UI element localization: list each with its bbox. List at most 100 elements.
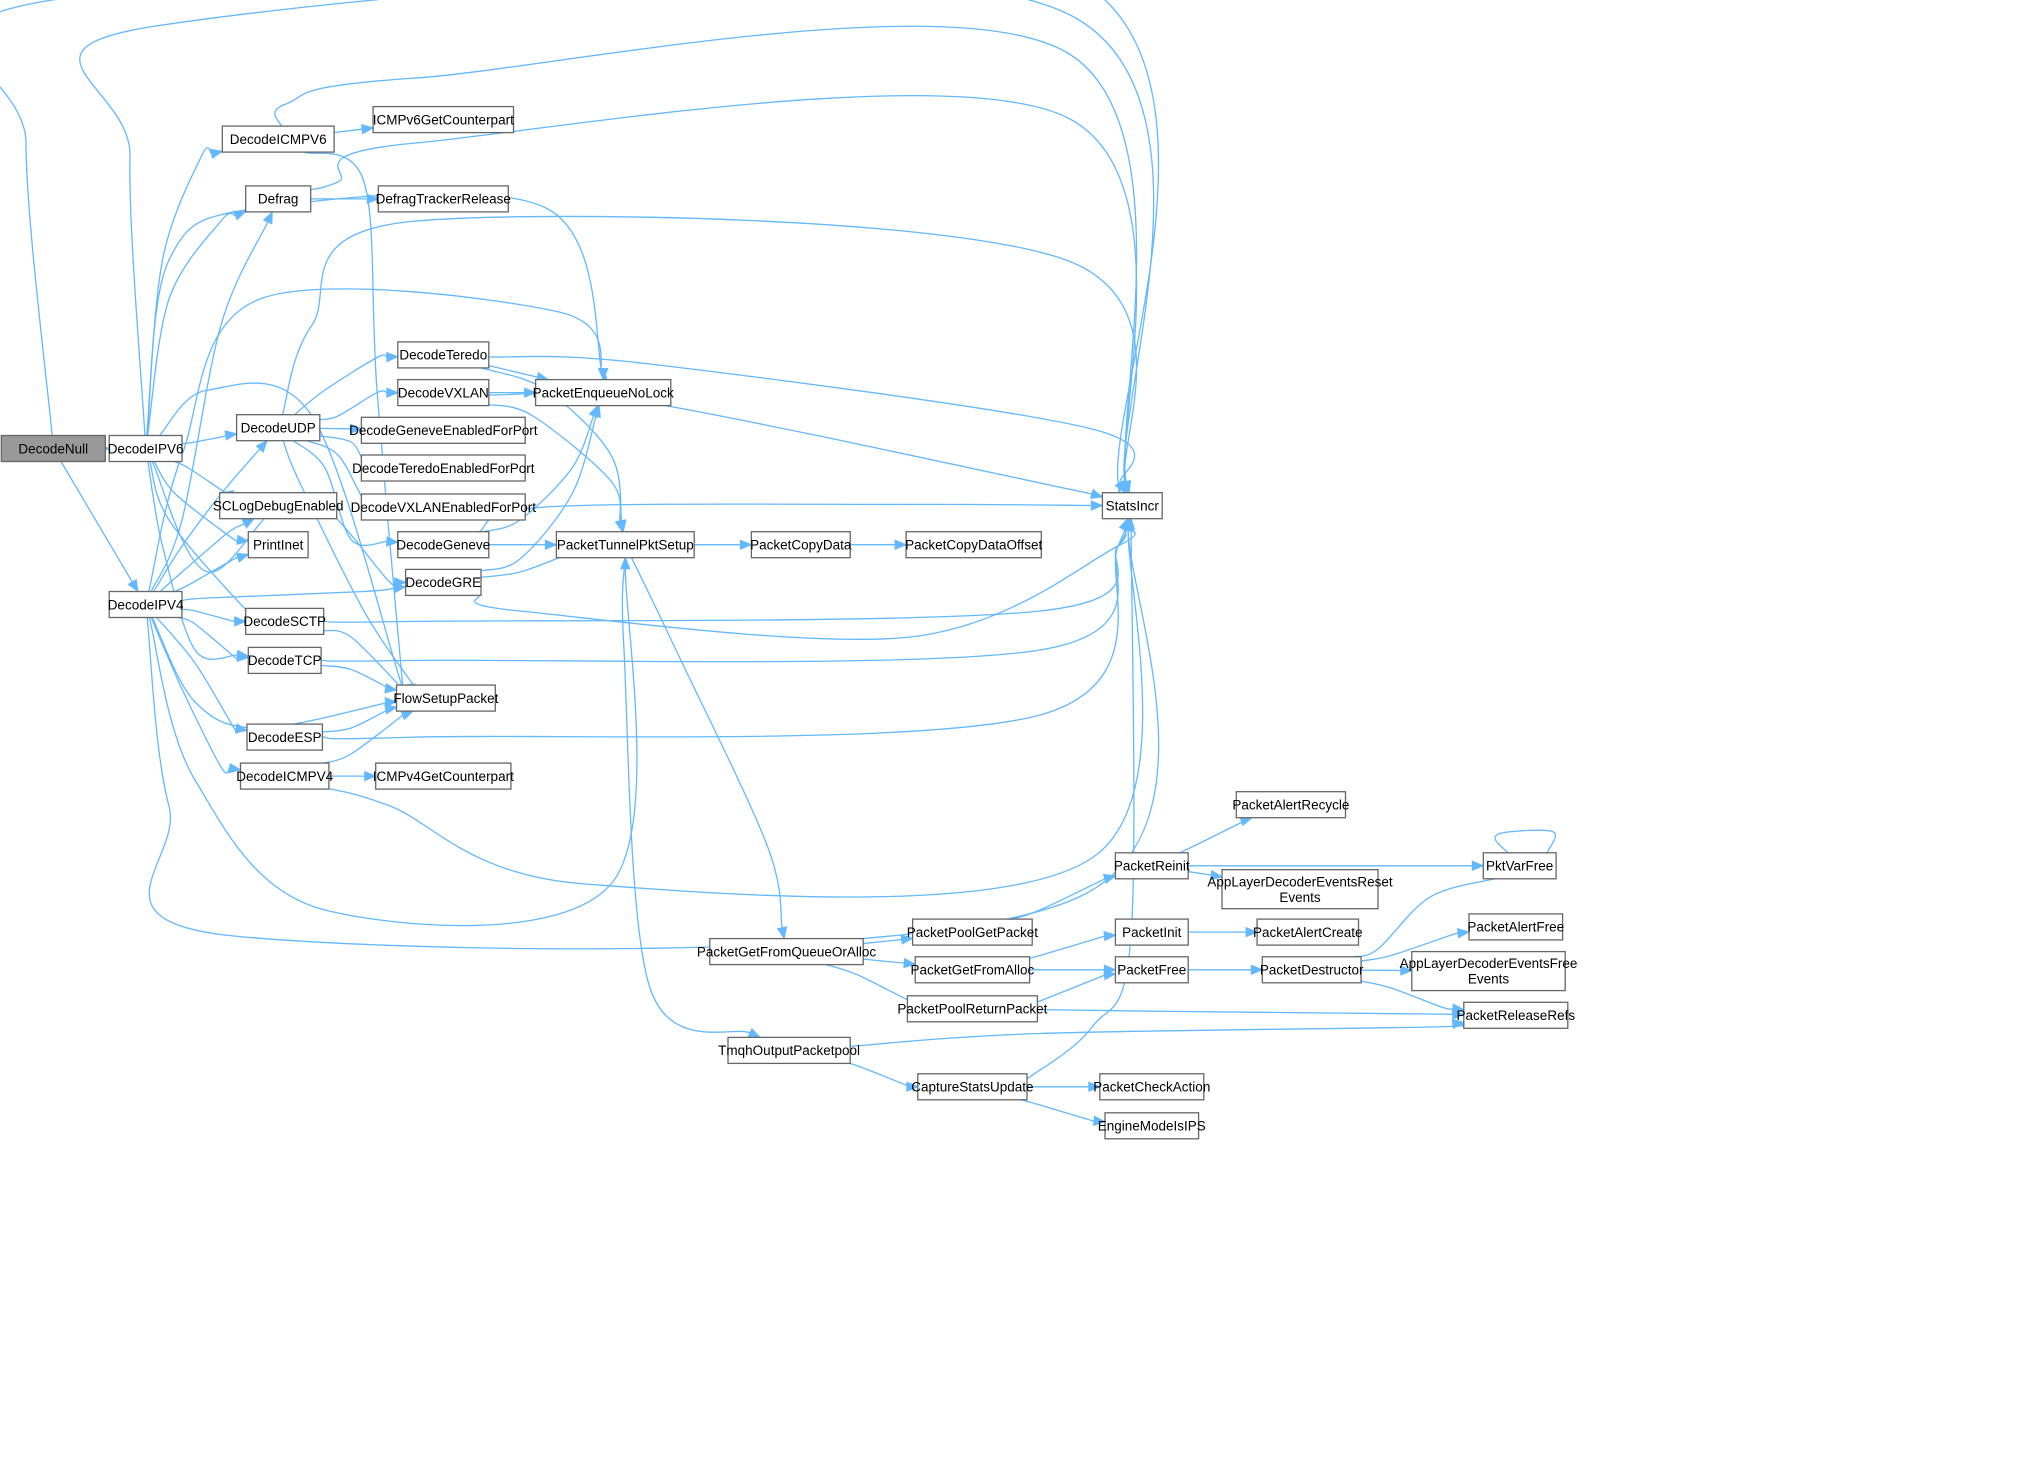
node-icm-pv6-get-counterpart-label: ICMPv6GetCounterpart bbox=[373, 112, 514, 127]
node-sc-log-debug-enabled-label: SCLogDebugEnabled bbox=[213, 499, 344, 514]
edge-decode-udp-to-decode-vxlan bbox=[319, 387, 400, 421]
node-packet-copy-data-label: PacketCopyData bbox=[750, 538, 852, 553]
node-packet-tunnel-pkt-setup-label: PacketTunnelPktSetup bbox=[557, 538, 694, 553]
node-pkt-var-free[interactable]: PktVarFree bbox=[1482, 852, 1557, 880]
node-flow-setup-packet[interactable]: FlowSetupPacket bbox=[393, 684, 499, 712]
edge-decode-sctp-to-flow-setup-packet bbox=[323, 629, 410, 696]
node-decode-geneve[interactable]: DecodeGeneve bbox=[396, 531, 490, 559]
node-capture-stats-update[interactable]: CaptureStatsUpdate bbox=[911, 1073, 1034, 1101]
node-packet-alert-create[interactable]: PacketAlertCreate bbox=[1253, 918, 1363, 946]
node-decode-ipv4-label: DecodeIPV4 bbox=[108, 597, 184, 612]
edge-decode-vxlan-to-stats-incr bbox=[488, 392, 1126, 502]
node-stats-incr[interactable]: StatsIncr bbox=[1101, 492, 1163, 520]
edge-defrag-to-stats-incr bbox=[310, 94, 1138, 509]
node-packet-pool-return-packet[interactable]: PacketPoolReturnPacket bbox=[897, 995, 1048, 1023]
node-packet-enqueue-no-lock[interactable]: PacketEnqueueNoLock bbox=[533, 378, 674, 407]
node-decode-sctp[interactable]: DecodeSCTP bbox=[243, 607, 326, 636]
edge-decode-icmpv6-to-icm-pv6-get-counterpart bbox=[334, 124, 375, 135]
node-packet-release-refs[interactable]: PacketReleaseRefs bbox=[1457, 1001, 1576, 1029]
node-flow-setup-packet-label: FlowSetupPacket bbox=[393, 691, 498, 706]
node-decode-esp[interactable]: DecodeESP bbox=[246, 723, 324, 751]
node-decode-teredo-enabled-for-port-label: DecodeTeredoEnabledForPort bbox=[352, 461, 535, 476]
edge-tmqh-output-packetpool-to-packet-release-refs bbox=[850, 1018, 1468, 1047]
node-decode-vxlan-label: DecodeVXLAN bbox=[398, 385, 489, 400]
node-packet-copy-data-offset[interactable]: PacketCopyDataOffset bbox=[905, 531, 1042, 559]
node-decode-ipv4[interactable]: DecodeIPV4 bbox=[108, 590, 184, 619]
node-decode-null-label: DecodeNull bbox=[18, 441, 88, 456]
edge-decode-geneve-to-packet-tunnel-pkt-setup bbox=[488, 539, 558, 550]
node-packet-alert-free-label: PacketAlertFree bbox=[1467, 920, 1564, 935]
node-decode-tcp[interactable]: DecodeTCP bbox=[247, 646, 322, 675]
node-decode-teredo-label: DecodeTeredo bbox=[399, 348, 487, 363]
node-packet-reinit[interactable]: PacketReinit bbox=[1114, 852, 1190, 880]
edge-decode-ipv6-to-decode-icmpv6 bbox=[146, 146, 224, 436]
edge-decode-udp-to-decode-teredo bbox=[293, 351, 400, 416]
node-defrag[interactable]: Defrag bbox=[245, 185, 312, 213]
node-decode-esp-label: DecodeESP bbox=[248, 730, 322, 745]
edge-decode-ipv4-to-decode-icmpv4 bbox=[150, 617, 242, 774]
edge-decode-null-to-decode-ipv4 bbox=[60, 461, 139, 593]
node-packet-pool-get-packet-label: PacketPoolGetPacket bbox=[907, 925, 1039, 940]
edge-packet-get-from-queue-or-alloc-to-packet-pool-return-packet bbox=[826, 963, 920, 1008]
node-decode-udp[interactable]: DecodeUDP bbox=[235, 414, 321, 442]
edge-pkt-var-free-to-pkt-var-free bbox=[1494, 829, 1557, 855]
edge-packet-destructor-to-app-layer-decoder-events-free-events bbox=[1361, 965, 1414, 976]
node-packet-get-from-alloc-label: PacketGetFromAlloc bbox=[911, 963, 1035, 978]
node-decode-teredo-enabled-for-port[interactable]: DecodeTeredoEnabledForPort bbox=[352, 454, 535, 482]
node-decode-icmpv6[interactable]: DecodeICMPV6 bbox=[221, 125, 335, 153]
node-decode-udp-label: DecodeUDP bbox=[241, 421, 316, 436]
node-packet-enqueue-no-lock-label: PacketEnqueueNoLock bbox=[533, 385, 674, 400]
node-packet-alert-recycle[interactable]: PacketAlertRecycle bbox=[1232, 791, 1349, 819]
node-decode-geneve-enabled-for-port[interactable]: DecodeGeneveEnabledForPort bbox=[349, 416, 538, 444]
node-icm-pv6-get-counterpart[interactable]: ICMPv6GetCounterpart bbox=[372, 105, 515, 134]
node-packet-tunnel-pkt-setup[interactable]: PacketTunnelPktSetup bbox=[555, 531, 695, 559]
edge-tmqh-output-packetpool-to-capture-stats-update bbox=[846, 1062, 920, 1093]
edge-decode-ipv4-to-defrag bbox=[150, 210, 273, 592]
node-packet-copy-data[interactable]: PacketCopyData bbox=[750, 531, 852, 559]
edge-decode-teredo-to-stats-incr bbox=[488, 355, 1136, 494]
node-packet-get-from-alloc[interactable]: PacketGetFromAlloc bbox=[911, 956, 1035, 984]
node-decode-ipv6[interactable]: DecodeIPV6 bbox=[108, 434, 184, 463]
edge-capture-stats-update-to-engine-mode-is-ips bbox=[1020, 1099, 1107, 1126]
node-print-inet[interactable]: PrintInet bbox=[247, 531, 309, 559]
node-packet-alert-recycle-label: PacketAlertRecycle bbox=[1232, 798, 1349, 813]
node-decode-null[interactable]: DecodeNull bbox=[0, 434, 106, 463]
node-decode-geneve-label: DecodeGeneve bbox=[396, 538, 490, 553]
node-engine-mode-is-ips[interactable]: EngineModeIsIPS bbox=[1098, 1112, 1206, 1140]
node-tmqh-output-packetpool[interactable]: TmqhOutputPacketpool bbox=[718, 1036, 860, 1065]
node-app-layer-decoder-events-free-events-label-2: Events bbox=[1468, 972, 1510, 987]
edge-packet-pool-return-packet-to-packet-free bbox=[1033, 969, 1117, 1004]
node-icm-pv4-get-counterpart[interactable]: ICMPv4GetCounterpart bbox=[373, 762, 514, 790]
node-decode-icmpv4[interactable]: DecodeICMPV4 bbox=[236, 762, 334, 790]
node-app-layer-decoder-events-reset-events-label-2: Events bbox=[1279, 890, 1321, 905]
node-packet-release-refs-label: PacketReleaseRefs bbox=[1457, 1008, 1576, 1023]
node-packet-pool-get-packet[interactable]: PacketPoolGetPacket bbox=[907, 918, 1039, 946]
node-decode-vxlan[interactable]: DecodeVXLAN bbox=[397, 378, 490, 407]
edge-decode-tcp-to-flow-setup-packet bbox=[321, 664, 398, 694]
edge-decode-udp-to-decode-geneve-enabled-for-port bbox=[319, 423, 363, 435]
node-app-layer-decoder-events-reset-events-label-1: AppLayerDecoderEventsReset bbox=[1207, 874, 1393, 889]
node-packet-init[interactable]: PacketInit bbox=[1114, 918, 1189, 946]
node-decode-vxlan-enabled-for-port[interactable]: DecodeVXLANEnabledForPort bbox=[351, 493, 537, 521]
edge-packet-destructor-to-packet-alert-free bbox=[1360, 928, 1471, 962]
node-packet-destructor[interactable]: PacketDestructor bbox=[1260, 956, 1364, 984]
node-decode-gre-label: DecodeGRE bbox=[405, 575, 481, 590]
node-sc-log-debug-enabled[interactable]: SCLogDebugEnabled bbox=[213, 492, 344, 520]
node-packet-pool-return-packet-label: PacketPoolReturnPacket bbox=[897, 1002, 1047, 1017]
node-packet-get-from-queue-or-alloc[interactable]: PacketGetFromQueueOrAlloc bbox=[697, 937, 877, 966]
edge-packet-copy-data-to-packet-copy-data-offset bbox=[850, 539, 908, 550]
edge-decode-esp-to-flow-setup-packet bbox=[322, 704, 398, 733]
node-defrag-tracker-release[interactable]: DefragTrackerRelease bbox=[376, 185, 511, 213]
node-decode-gre[interactable]: DecodeGRE bbox=[404, 568, 482, 597]
node-packet-alert-free[interactable]: PacketAlertFree bbox=[1467, 913, 1564, 941]
node-decode-teredo[interactable]: DecodeTeredo bbox=[397, 341, 490, 369]
edge-decode-ipv4-to-decode-sctp bbox=[181, 608, 248, 627]
node-packet-free[interactable]: PacketFree bbox=[1114, 956, 1189, 984]
node-defrag-tracker-release-label: DefragTrackerRelease bbox=[376, 192, 511, 207]
edge-decode-vxlan-to-packet-tunnel-pkt-setup bbox=[488, 403, 625, 533]
node-packet-check-action[interactable]: PacketCheckAction bbox=[1093, 1073, 1210, 1101]
